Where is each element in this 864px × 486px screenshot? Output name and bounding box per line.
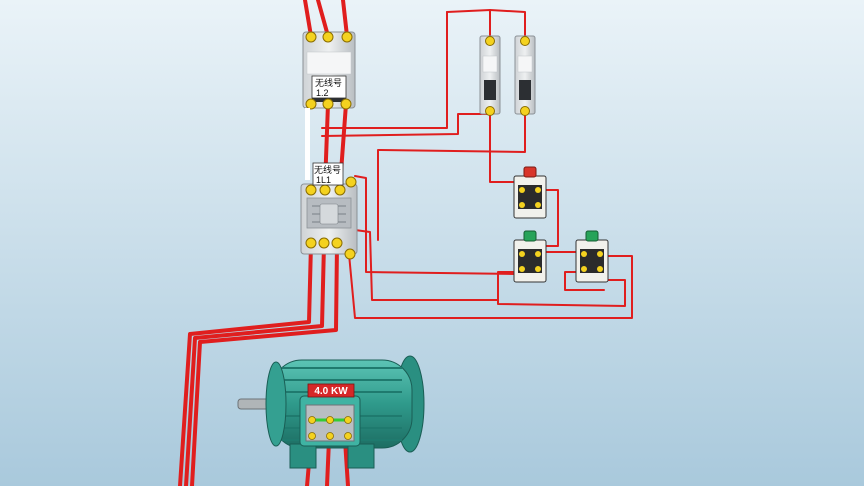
motor-power-badge: 4.0 KW (307, 383, 355, 398)
motor-power-label: 4.0 KW (314, 386, 348, 397)
contactor-wire-tag: 无线号 1L1 (312, 162, 344, 186)
contactor-to-motor-l2 (184, 242, 326, 486)
control-wire-breaker-to-fuse (321, 113, 491, 137)
contactor-bottom-terminals (305, 237, 356, 260)
neutral-wire (305, 108, 310, 180)
fuse-right-bottom-terminal (520, 106, 530, 116)
control-wire-fuse-top-2 (446, 9, 526, 37)
fuse-right[interactable] (514, 35, 536, 116)
fuse-left[interactable] (479, 35, 501, 116)
control-wire-fuse-left-to-stop (489, 113, 516, 183)
contactor-to-motor-l1 (178, 242, 313, 486)
stop-button[interactable] (513, 166, 547, 219)
motor-foot-right (347, 443, 375, 469)
breaker-wire-tag-text: 无线号 (315, 77, 342, 88)
supply-wire-l2 (316, 0, 330, 38)
contactor-to-motor-l3 (190, 242, 339, 486)
start-button-left[interactable] (513, 230, 547, 283)
motor[interactable]: 4.0 KW (237, 355, 425, 469)
contactor-wire-tag-code: 1L1 (316, 175, 331, 185)
motor-terminal-box (299, 395, 361, 447)
fuse-left-top-terminal (485, 36, 495, 46)
contactor-wire-tag-text: 无线号 (314, 164, 341, 175)
control-wire-start-lower (497, 271, 626, 307)
control-wire-fuse-right-out (377, 113, 526, 241)
main-breaker[interactable]: 无线号 1.2 (302, 31, 356, 110)
control-wire-start-right (564, 271, 605, 291)
breaker-wire-tag: 无线号 1.2 (311, 75, 347, 99)
control-wire-fuse-top (321, 11, 448, 129)
control-wire-coil-a (348, 253, 633, 319)
supply-wire-l1 (303, 0, 313, 38)
breaker-bottom-terminals (305, 98, 352, 110)
supply-wire-l3 (341, 0, 349, 38)
control-wire-aux (354, 175, 516, 275)
breaker-top-terminals (305, 31, 353, 43)
start-button-right[interactable] (575, 230, 609, 283)
control-wire-stop-to-starts (544, 189, 559, 247)
fuse-left-bottom-terminal (485, 106, 495, 116)
control-wire-coil-b (354, 229, 499, 301)
breaker-wire-tag-code: 1.2 (316, 88, 329, 98)
motor-foot-left (289, 443, 317, 469)
fuse-right-top-terminal (520, 36, 530, 46)
contactor[interactable]: 无线号 1L1 (300, 162, 358, 260)
contactor-top-terminals (305, 176, 357, 196)
